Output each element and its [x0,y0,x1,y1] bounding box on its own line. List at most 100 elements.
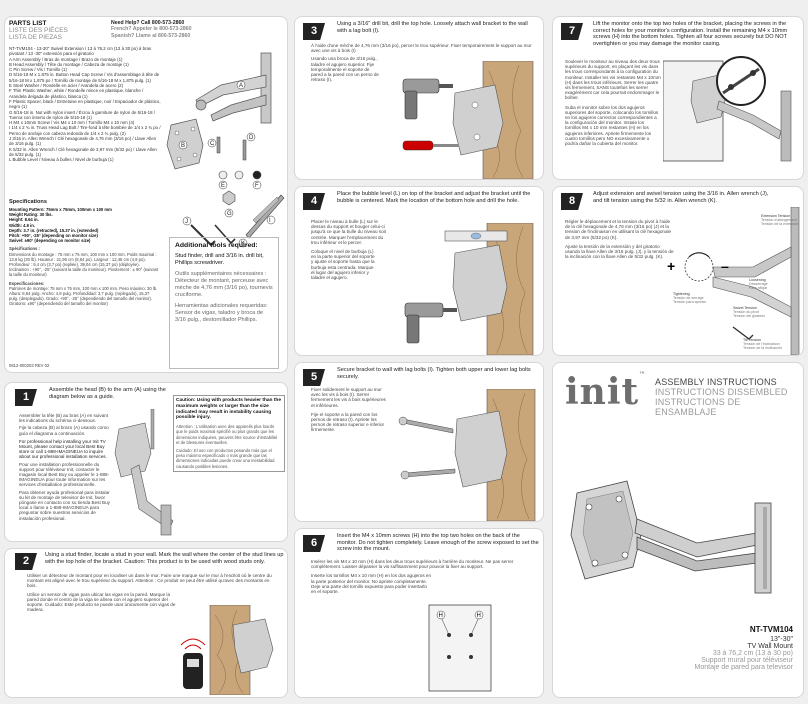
extension-label-es: Tensión de la extensión [761,222,799,226]
step-number: 7 [561,23,583,40]
product-illustration [570,480,772,594]
step-title: Insert the M4 x 10mm screws (H) into the… [337,533,539,553]
step-2-illustration [180,605,274,695]
step-es: Utilice un sensor de vigas para ubicar l… [27,591,176,613]
tools-en: Stud finder, drill and 3/16 in. drill bi… [175,253,264,266]
tools-box: Additional tools required: Stud finder, … [169,237,279,369]
loosening-label-es: Para aflojar [749,286,768,290]
step-number: 2 [15,553,37,570]
plus-sign: + [667,258,675,274]
help-es: Spanish? Llame al 800-573-2860 [111,32,191,39]
loosening-label: Loosening [749,278,766,282]
parts-title-es: LISTA DE PIEZAS [9,34,62,41]
parts-list: NT-TVM104 - 13-30" Swivel Extension / 13… [9,46,161,163]
step-title: Using a 3/16" drill bit, drill the top h… [337,21,528,34]
parts-item: F Plastic Spacer, black / Entretoise en … [9,98,161,110]
step-es: Suba el monitor sobre los dos agujeros s… [565,104,659,147]
step-1-panel: 1 Assemble the head (B) to the arm (A) u… [4,382,288,542]
step-fr: Assembler la tête (B) au bras (A) en sui… [19,413,109,424]
tools-fr: Outils supplémentaires nécessaires : Dét… [175,271,273,298]
product-size: 13"-30" [770,636,793,643]
step-4-panel: 4 Place the bubble level (L) on top of t… [294,186,544,356]
spec-line: Pitch: +90°, -25° (depending on monitor … [9,233,98,239]
parts-item: L Bubble Level / Niveau à bulles / Nivel… [9,157,114,163]
help-fr: French? Appeler le 800-573-2860 [111,26,192,33]
tightening-label-fr: Tensión de serrage [673,296,704,300]
extension-label: Extension Tension [761,214,790,218]
spec-line: Weight Rating: 30 lbs. [9,212,53,218]
cap-screw-drawing [242,139,247,161]
step-3-panel: 3 Using a 3/16" drill bit, drill the top… [294,16,544,180]
specs-es: Patrones de montaje: 75 mm x 75 mm, 100 … [9,285,158,307]
step-5-panel: 5 Secure bracket to wall with lag bolts … [294,362,544,522]
step-es: Usando una broca de 3/16 pulg., taladre … [311,56,379,83]
product-name: TV Wall Mount [747,643,793,650]
label-c: C [210,141,215,147]
parts-item: C Pin Screw / Vis / Tornillo (1) [9,67,67,73]
step-fr: Fixer solidement le support au mur avec … [311,387,386,408]
label-a: A [239,83,243,89]
nut-drawing [222,190,236,206]
pro-help-en: For professional help installing your In… [19,438,107,460]
step-fr: Insérer les vis M4 x 10 mm (H) dans les … [311,559,514,570]
step-3-illustration [402,61,534,179]
allen-wrench-k-drawing [214,224,236,245]
step-es: Inserte los tornillos M4 x 10 mm (H) en … [311,573,431,595]
caution-es: Cuidado: El uso con productos pesando má… [176,448,275,469]
label-k: K [241,241,245,247]
tilt-label-fr: Tension de l'inclinaison [743,342,780,346]
tilt-label: Tilt Tension [743,338,761,342]
step-number: 3 [303,23,325,40]
step-fr: Régler le déplacement et la tension du p… [565,219,672,240]
step-es: Ajuste la tensión de la extensión y del … [565,243,674,260]
tilt-label-es: Tensión de la inclinación [743,346,782,350]
washer-drawing [234,170,244,180]
product-name-fr: Support mural pour téléviseur [701,657,793,664]
label-h: H [477,613,481,619]
tightening-label: Tightening [673,292,690,296]
spec-line: Height: 8.64 in. [9,217,39,223]
step-number: 1 [15,389,37,406]
tools-title: Additional tools required: [175,242,258,249]
step-fr: Soulever le moniteur au niveau des deux … [565,59,661,101]
step-number: 6 [303,535,325,552]
specs-title: Specifications [9,199,47,205]
assembly-fr: INSTRUCTIONS DISSEMBLED [655,387,788,397]
step-es: Fije la cabeza (B) al brazo (A) usando c… [19,425,109,436]
step-text: Fixer solidement le support au mur avec … [311,387,387,433]
monitor-back-drawing [428,604,492,692]
parts-item: D 5/16-18 M x 1.875 in. Button Head Cap … [9,72,160,83]
step-8-illustration: + – Extension Tension Tension d'allongem… [667,207,800,355]
parts-item: J 3/16 in. Allen Wrench / Clé hexagonale… [9,136,157,147]
parts-title-group: PARTS LIST LISTE DES PIÈCES LISTA DE PIE… [9,20,68,41]
lag-bolt-drawing [402,418,454,434]
step-es: Coloque el nivel de burbuja (L) en la pa… [311,249,375,281]
step-text: Assembler la tête (B) au bras (A) en sui… [19,413,111,521]
label-e: E [221,183,225,189]
parts-title-fr: LISTE DES PIÈCES [9,27,68,34]
step-text: À l'aide d'une mèche de 4,76 mm (3/16 po… [311,43,541,82]
minus-sign: – [721,258,729,274]
parts-illustration: A B C D E F G I J K [166,52,285,248]
parts-item: K 5/32 in. Allen Wrench / Clé hexagonale… [9,146,157,157]
specs-block: Specifications Mounting Pattern: 75mm x … [9,199,159,307]
step-text: Placer le niveau à bulle (L) sur le dess… [311,219,391,280]
step-6-illustration: H H [428,604,492,692]
spec-line: Mounting Pattern: 75mm x 75mm, 100mm x 1… [9,207,112,212]
label-h: H [439,613,443,619]
extension-label-fr: Tension d'allongement [761,218,797,222]
parts-item: A Arm Assembly / Bras de montage / Brazo… [9,56,123,62]
step-es: Fije el soporte a la pared con los perno… [311,411,385,433]
parts-panel: PARTS LIST LISTE DES PIÈCES LISTA DE PIE… [4,16,288,373]
product-info: NT-TVM104 13"-30" TV Wall Mount 33 à 76,… [553,625,793,671]
step-2-panel: 2 Using a stud finder, locate a stud in … [4,548,288,698]
help-en: Need Help? Call 800-573-2860 [111,20,185,26]
step-1-illustration [114,409,174,536]
parts-item: G 5/16-18 in. Nut with nylon insert / Éc… [9,109,155,120]
step-title: Using a stud finder, locate a stud in yo… [45,552,284,565]
product-name-es: Montaje de pared para televisor [694,664,793,671]
step-8-panel: 8 Adjust extension and swivel tension us… [552,186,804,356]
step-fr: Placer le niveau à bulle (L) sur le dess… [311,219,386,245]
step-number: 5 [303,369,325,386]
parts-item: F Thin Plastic Washer, white / Rondelle … [9,88,144,99]
